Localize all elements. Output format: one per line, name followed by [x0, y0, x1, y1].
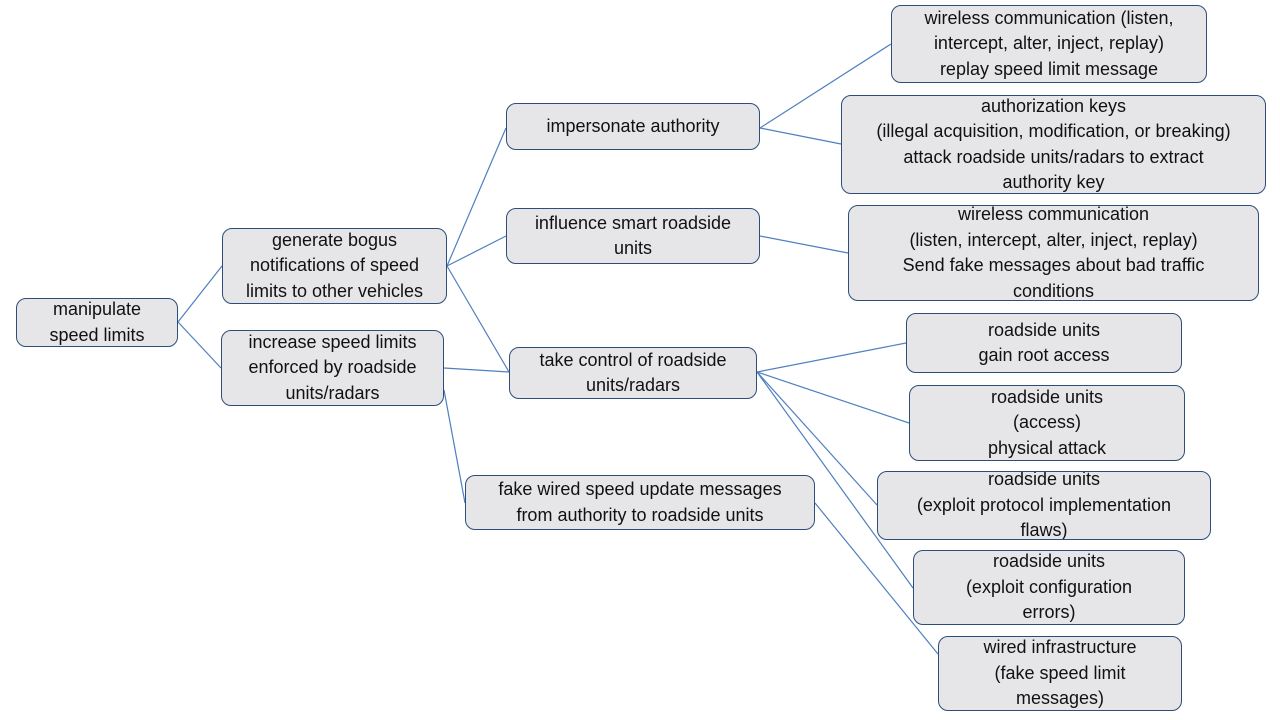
node-text-line: roadside units: [992, 551, 1106, 572]
node-text-line: units/radars: [285, 382, 380, 403]
leaf-protocol-flaws: roadside units (exploit protocol implemen…: [877, 471, 1211, 540]
node-text-line: wireless communication (listen,: [924, 7, 1174, 28]
node-text-line: units/radars: [585, 375, 681, 395]
leaf-root-access: roadside units gain root access: [906, 313, 1182, 373]
node-text-line: intercept, alter, inject, replay): [933, 33, 1165, 54]
edge-increase_limits-to-take_control: [443, 367, 510, 373]
node-impersonate-authority: impersonate authority: [506, 103, 760, 150]
node-increase-speed-limits: increase speed limits enforced by roadsid…: [221, 330, 444, 406]
node-text-line: (exploit protocol implementation: [916, 494, 1172, 515]
leaf-configuration-errors: roadside units (exploit configuration erro…: [913, 550, 1185, 625]
leaf-physical-attack: roadside units (access) physical attack: [909, 385, 1185, 461]
node-text-line: authority key: [1002, 172, 1105, 192]
edge-take_control-to-leaf_config: [756, 371, 914, 589]
node-text-line: influence smart roadside: [534, 212, 732, 233]
node-fake-wired-speed-update: fake wired speed update messages from aut…: [465, 475, 815, 530]
node-text-line: (exploit configuration: [965, 576, 1133, 597]
node-text-line: wireless communication: [957, 205, 1150, 224]
node-text-line: from authority to roadside units: [516, 504, 764, 525]
node-text-line: notifications of speed: [249, 255, 420, 276]
edge-fake_wired-to-leaf_wired_infra: [814, 502, 939, 655]
edge-root-to-increase_limits: [177, 321, 222, 369]
node-text-line: (fake speed limit: [994, 662, 1126, 683]
node-generate-bogus-notifications: generate bogus notifications of speed limi…: [222, 228, 447, 304]
node-text-line: errors): [1022, 602, 1076, 623]
node-text-line: increase speed limits: [248, 331, 417, 352]
edge-generate_bogus-to-take_control: [446, 265, 510, 373]
node-text-line: take control of roadside: [539, 349, 727, 370]
leaf-wired-infrastructure: wired infrastructure (fake speed limit mes…: [938, 636, 1182, 711]
node-text-line: manipulate: [52, 299, 142, 319]
node-manipulate-speed-limits: manipulate speed limits: [16, 298, 178, 347]
edge-influence_rsu-to-leaf_wireless_fake: [759, 235, 849, 254]
node-text-line: replay speed limit message: [939, 58, 1159, 79]
leaf-wireless-fake-messages: wireless communication (listen, intercept…: [848, 205, 1259, 301]
node-text-line: physical attack: [987, 437, 1107, 458]
edge-take_control-to-leaf_physical: [756, 371, 910, 424]
node-take-control-roadside-units: take control of roadside units/radars: [509, 347, 757, 399]
node-influence-smart-roadside-units: influence smart roadside units: [506, 208, 760, 264]
edge-increase_limits-to-fake_wired: [443, 389, 466, 504]
node-text-line: enforced by roadside: [248, 357, 417, 378]
edge-impersonate-to-leaf_wireless_replay: [759, 43, 892, 129]
node-text-line: authorization keys: [980, 95, 1127, 116]
leaf-wireless-replay: wireless communication (listen, intercept…: [891, 5, 1207, 83]
edge-root-to-generate_bogus: [177, 265, 223, 323]
edge-take_control-to-leaf_protocol: [756, 371, 878, 506]
node-text-line: speed limits: [49, 324, 145, 345]
node-text-line: gain root access: [978, 345, 1110, 365]
leaf-authorization-keys: authorization keys (illegal acquisition, …: [841, 95, 1266, 194]
node-text-line: attack roadside units/radars to extract: [903, 146, 1204, 167]
node-text-line: flaws): [1020, 520, 1068, 540]
node-text-line: roadside units: [990, 386, 1104, 407]
node-text-line: wired infrastructure: [983, 637, 1137, 658]
node-text-line: (listen, intercept, alter, inject, repla…: [909, 229, 1198, 250]
edge-generate_bogus-to-impersonate: [446, 127, 507, 267]
node-text-line: fake wired speed update messages: [498, 479, 782, 499]
node-text-line: (access): [1012, 412, 1081, 433]
node-text-line: (illegal acquisition, modification, or b…: [876, 121, 1231, 141]
edge-generate_bogus-to-influence_rsu: [446, 235, 507, 267]
edge-impersonate-to-leaf_auth_keys: [759, 127, 842, 145]
node-text-line: limits to other vehicles: [245, 280, 424, 301]
node-text-line: messages): [1015, 688, 1105, 709]
node-text-line: generate bogus: [271, 229, 398, 250]
node-text-line: conditions: [1012, 280, 1095, 301]
node-text-line: Send fake messages about bad traffic: [902, 255, 1205, 275]
edge-take_control-to-leaf_root_access: [756, 342, 907, 373]
node-text-line: units: [613, 238, 653, 258]
node-text-line: impersonate authority: [546, 115, 720, 136]
node-text-line: roadside units: [987, 319, 1101, 340]
node-text-line: roadside units: [987, 471, 1101, 490]
